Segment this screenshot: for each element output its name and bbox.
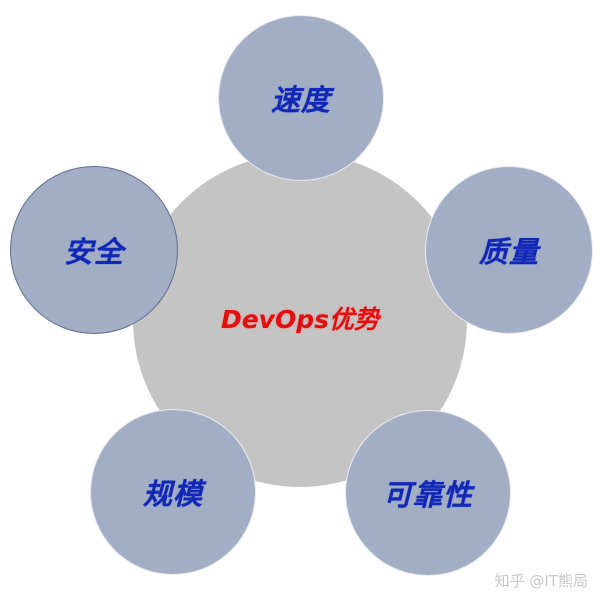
petal-label: 质量 [478, 235, 539, 269]
petal-speed: 速度 [218, 15, 384, 181]
petal-security: 安全 [10, 166, 178, 334]
petal-label: 规模 [142, 477, 203, 511]
petal-quality: 质量 [425, 166, 593, 334]
petal-label: 速度 [270, 83, 331, 117]
petal-label: 安全 [63, 235, 124, 269]
petal-label: 可靠性 [382, 478, 473, 512]
center-label: DevOps优势 [220, 305, 380, 334]
petal-reliability: 可靠性 [345, 410, 511, 576]
watermark: 知乎 @IT熊局 [494, 572, 588, 590]
petal-scale: 规模 [90, 409, 256, 575]
